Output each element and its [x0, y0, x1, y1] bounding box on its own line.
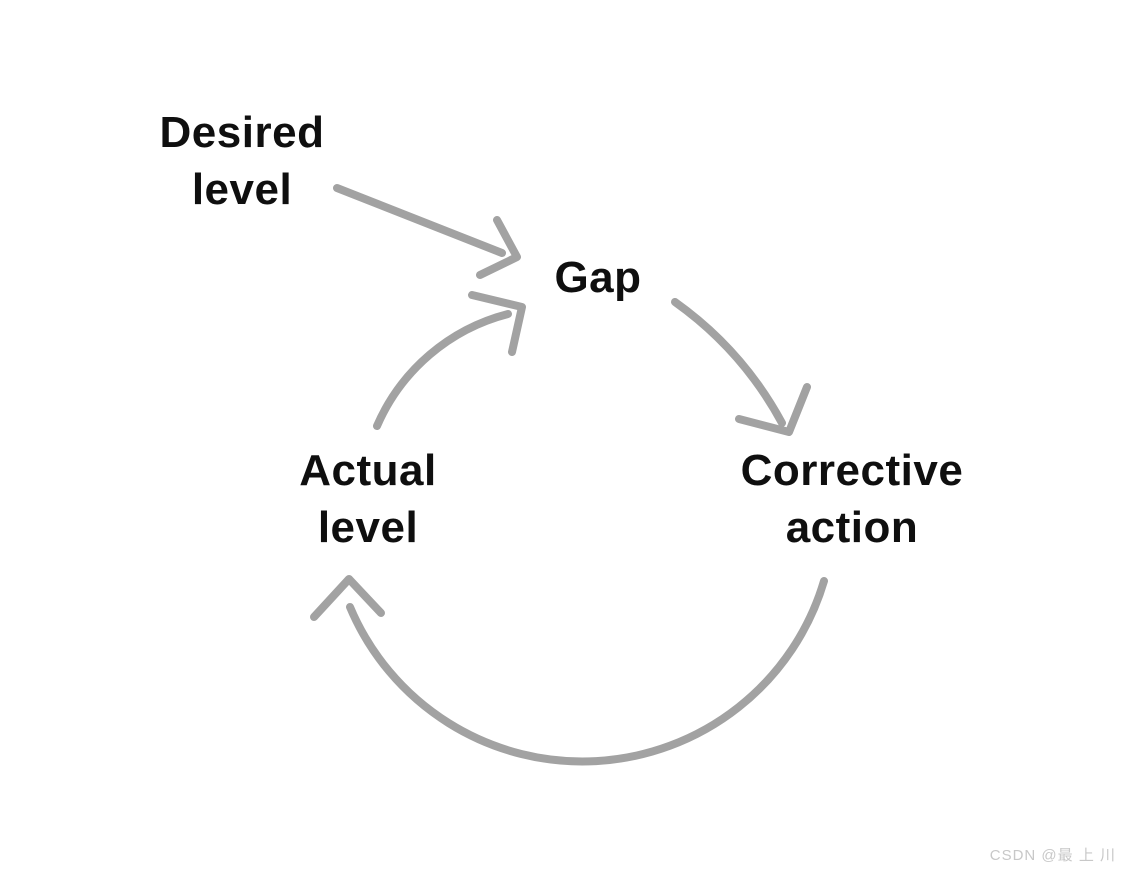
node-actual-level: Actual level	[299, 446, 437, 552]
arrow-corrective-action-to-actual-level	[310, 575, 828, 766]
csdn-watermark: CSDN @最 上 川	[989, 847, 1116, 864]
arrowhead-icon	[735, 383, 811, 436]
node-gap: Gap	[554, 253, 642, 302]
node-desired-level: Desired level	[159, 108, 325, 214]
arrow-shaft	[346, 577, 828, 766]
arrowhead-icon	[476, 216, 521, 279]
node-corrective-action: Corrective action	[740, 446, 964, 552]
arrow-desired-level-to-gap	[333, 184, 521, 279]
arrow-shaft	[671, 298, 786, 427]
arrowhead-icon	[310, 575, 385, 621]
arrowhead-icon	[468, 291, 526, 356]
arrow-gap-to-corrective-action	[671, 298, 811, 436]
arrow-actual-level-to-gap	[373, 291, 526, 430]
arrow-shaft	[373, 310, 512, 430]
arrow-shaft	[333, 184, 506, 257]
